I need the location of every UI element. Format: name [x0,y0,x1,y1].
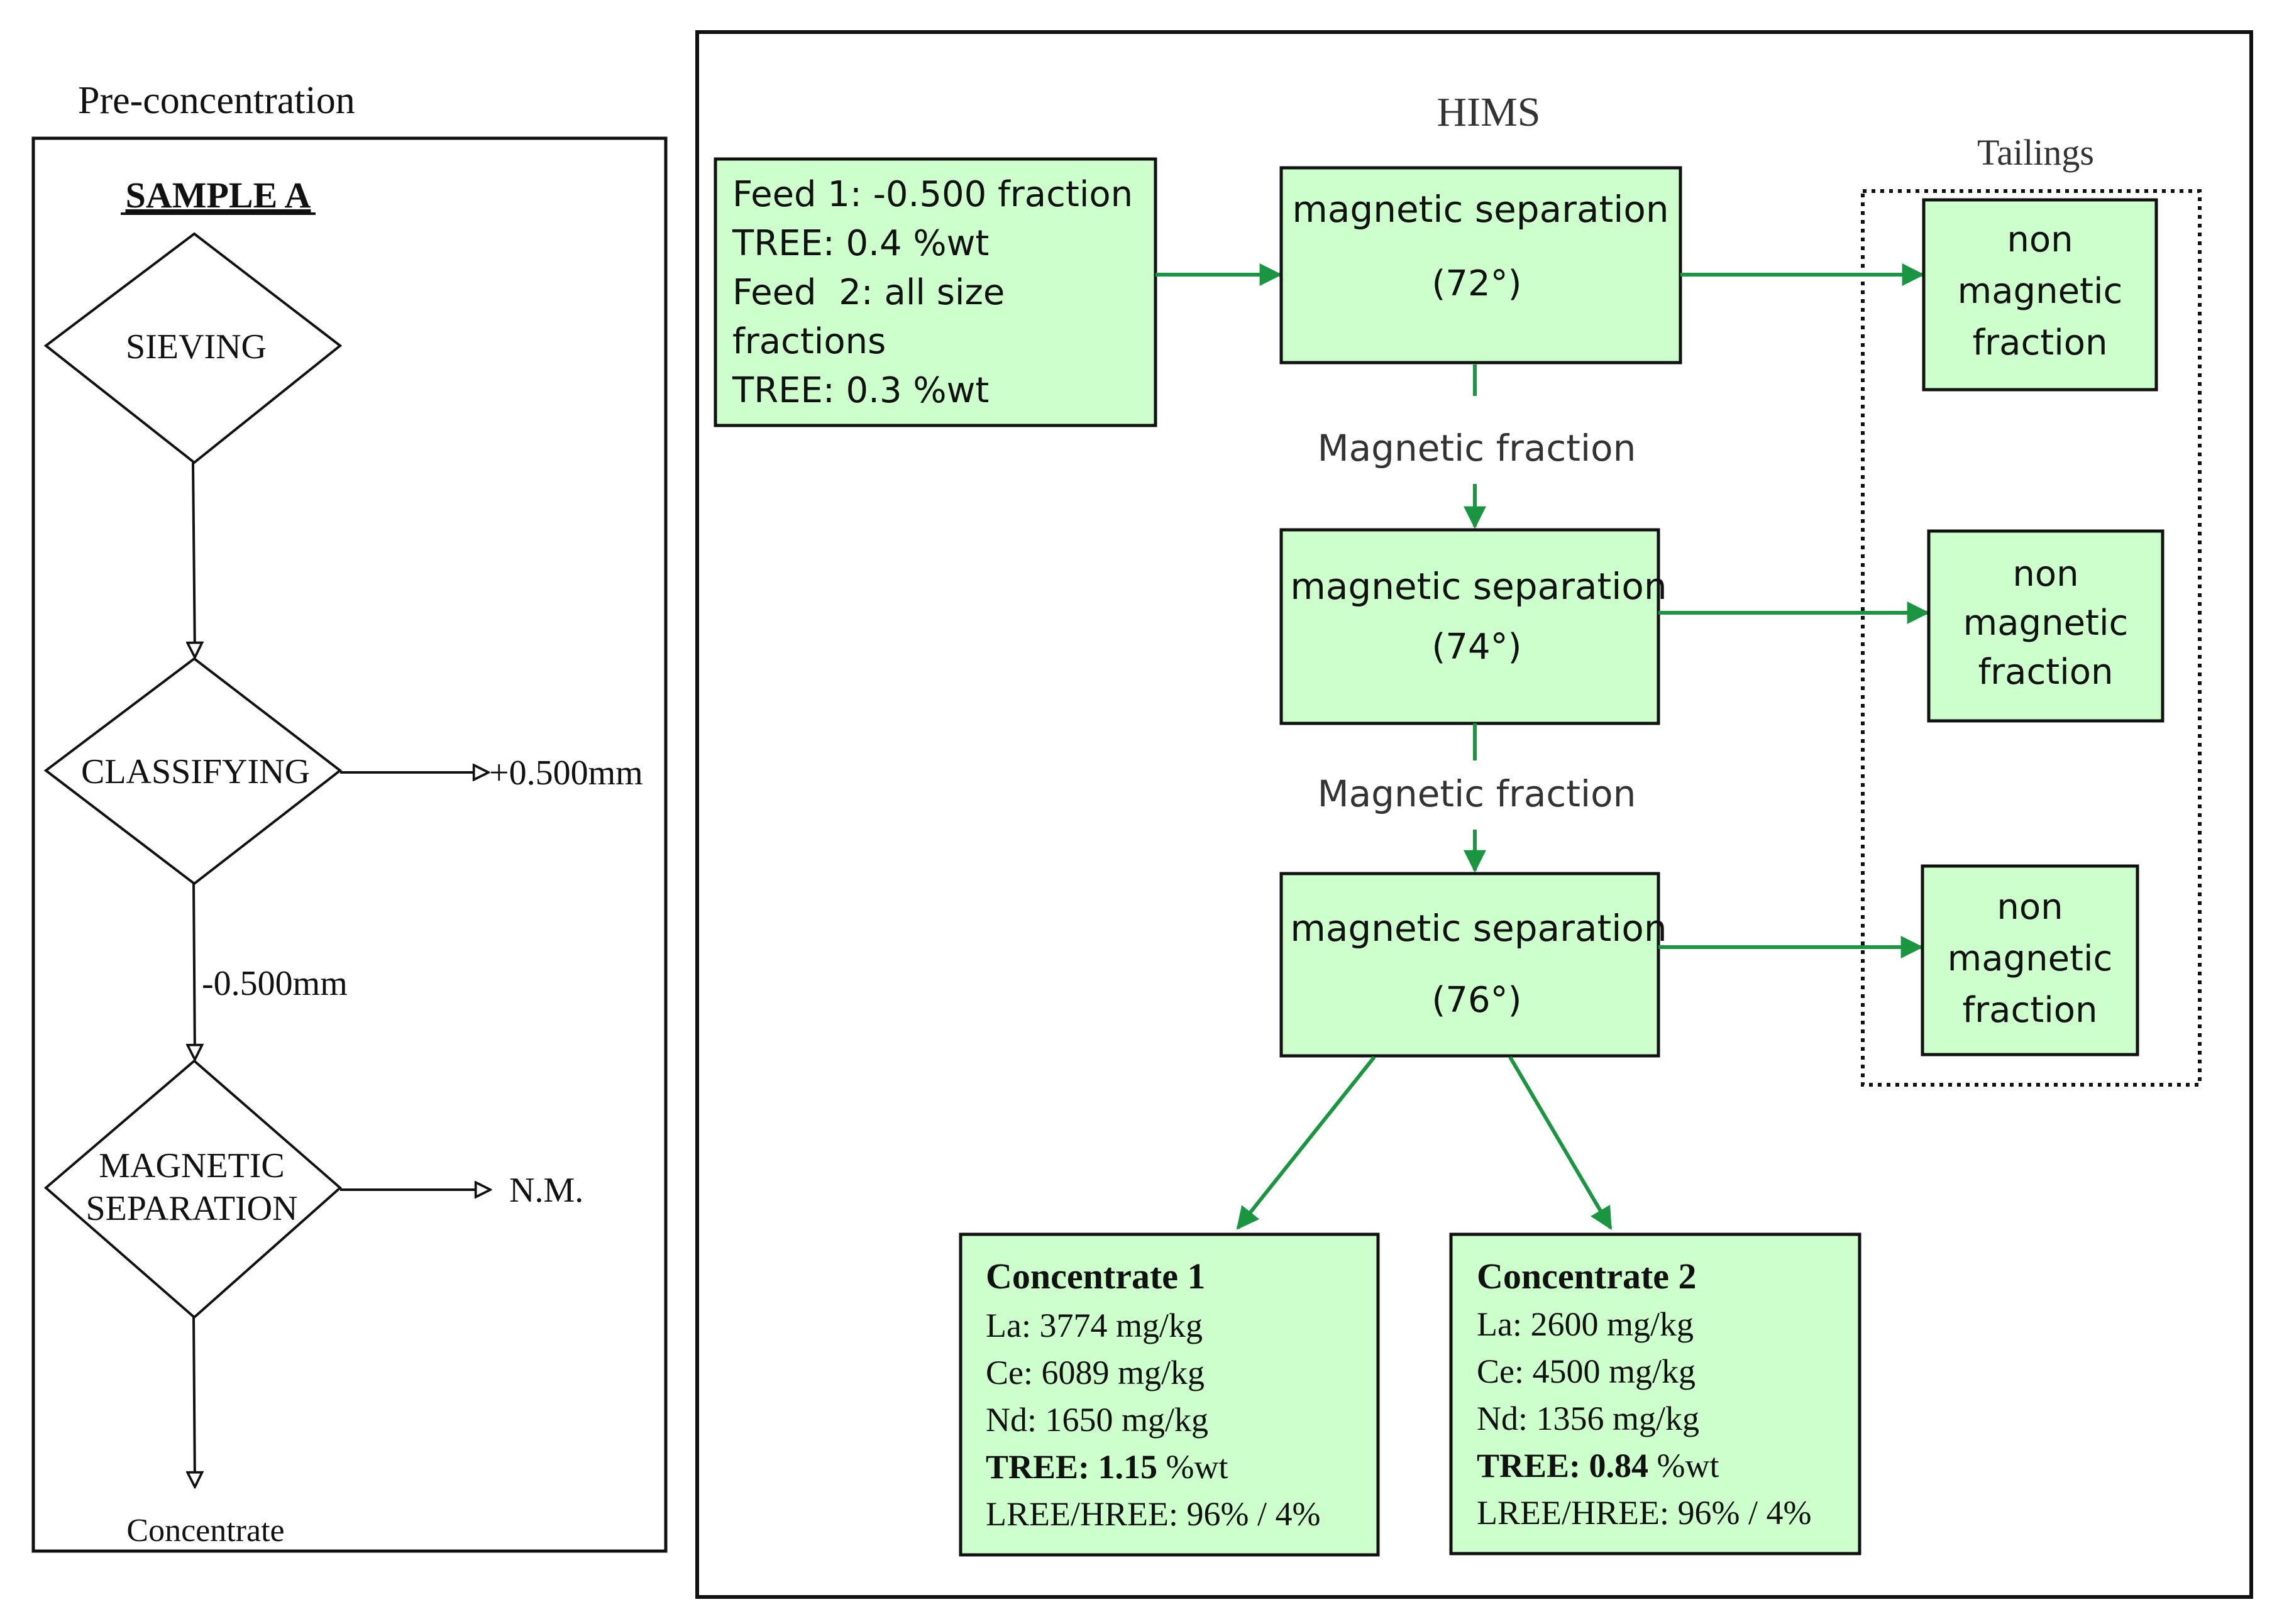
concentrate-2-ratio: LREE/HREE: 96% / 4% [1477,1494,1811,1532]
non-magnetic-fraction-2 [1927,529,2164,723]
concentrate-2-tree-unit: %wt [1648,1447,1719,1484]
pre-concentration-title: Pre-concentration [78,79,355,122]
concentrate-1-box [959,1232,1380,1557]
concentrate-2-la: La: 2600 mg/kg [1477,1305,1694,1343]
non-magnetic-fraction-1 [1922,198,2158,392]
magnetic-separation-2 [1279,528,1660,725]
concentrate-1-la: La: 3774 mg/kg [986,1307,1203,1344]
separation-2-title: magnetic separation [1290,565,1667,608]
concentrate-1-tree: TREE: 1.15 %wt [986,1448,1228,1486]
non-magnetic-3-line-2: magnetic [1948,938,2113,979]
separation-3-to-concentrate-1-arrow [1236,1056,1376,1230]
concentrate-2-box [1449,1232,1861,1555]
concentrate-2-ce: Ce: 4500 mg/kg [1477,1352,1696,1390]
separation-1-title: magnetic separation [1292,188,1668,231]
oversize-label: +0.500mm [489,754,643,793]
separation-3-to-concentrate-2-arrow [1508,1056,1613,1231]
separation-1-angle: (72°) [1432,263,1522,304]
pre-concentration-frame [31,136,668,1553]
magnetic-separation-1 [1279,166,1682,365]
non-magnetic-3-line-1: non [1997,887,2063,928]
concentrate-2-title: Concentrate 2 [1477,1256,1697,1297]
feed-line-2: TREE: 0.4 %wt [732,223,989,264]
concentrate-1-nd: Nd: 1650 mg/kg [986,1401,1208,1439]
hims-title: HIMS [1437,89,1540,135]
non-magnetic-2-line-2: magnetic [1963,603,2129,644]
concentrate-1-tree-value: TREE: 1.15 [986,1448,1157,1486]
feed-line-1: Feed 1: -0.500 fraction [732,174,1133,215]
concentrate-1-title: Concentrate 1 [986,1256,1206,1297]
magnetic-fraction-label-1: Magnetic fraction [1318,427,1636,469]
non-magnetic-3-line-3: fraction [1962,990,2097,1031]
hims-frame [695,30,2253,1599]
hims-panel: HIMS Tailings Feed 1: -0.500 fraction TR… [695,30,2253,1599]
sample-label: SAMPLE A [126,175,311,216]
concentrate-label: Concentrate [126,1513,284,1549]
concentrate-1-ratio: LREE/HREE: 96% / 4% [986,1495,1320,1533]
magnetic-fraction-label-2: Magnetic fraction [1318,772,1636,815]
separation-3-angle: (76°) [1432,980,1522,1021]
non-magnetic-1-line-2: magnetic [1958,271,2123,312]
non-magnetic-1-line-3: fraction [1972,322,2107,363]
feed-line-3: Feed 2: all size [732,272,1005,313]
non-magnetic-2-line-1: non [2012,554,2078,595]
feed-line-5: TREE: 0.3 %wt [732,370,989,411]
magnetic-separation-3 [1279,872,1660,1058]
separation-2-angle: (74°) [1432,627,1522,667]
tailings-group [1861,189,2202,1087]
concentrate-1-ce: Ce: 6089 mg/kg [986,1354,1205,1391]
classifying-to-magnetic-arrow [194,883,195,1060]
magnetic-separation-label-line1: MAGNETIC [99,1146,285,1185]
feed-box [714,157,1157,427]
separation-3-title: magnetic separation [1290,907,1667,950]
concentrate-2-tree-value: TREE: 0.84 [1477,1447,1648,1484]
sieving-label: SIEVING [126,327,267,366]
undersize-label: -0.500mm [202,964,348,1003]
concentrate-2-nd: Nd: 1356 mg/kg [1477,1400,1699,1437]
feed-line-4: fractions [732,321,886,362]
concentrate-1-tree-unit: %wt [1157,1448,1228,1486]
nm-label: N.M. [509,1171,583,1210]
tailings-label: Tailings [1977,132,2094,173]
pre-concentration-panel: Pre-concentration SAMPLE A SIEVING CLASS… [31,79,668,1553]
magnetic-to-concentrate-arrow [194,1317,195,1487]
non-magnetic-2-line-3: fraction [1978,652,2113,693]
non-magnetic-1-line-1: non [2007,219,2073,260]
concentrate-2-tree: TREE: 0.84 %wt [1477,1447,1719,1484]
classifying-label: CLASSIFYING [81,752,310,791]
magnetic-separation-label-line2: SEPARATION [85,1189,297,1228]
non-magnetic-fraction-3 [1921,864,2139,1056]
sieving-to-classifying-arrow [193,462,195,657]
